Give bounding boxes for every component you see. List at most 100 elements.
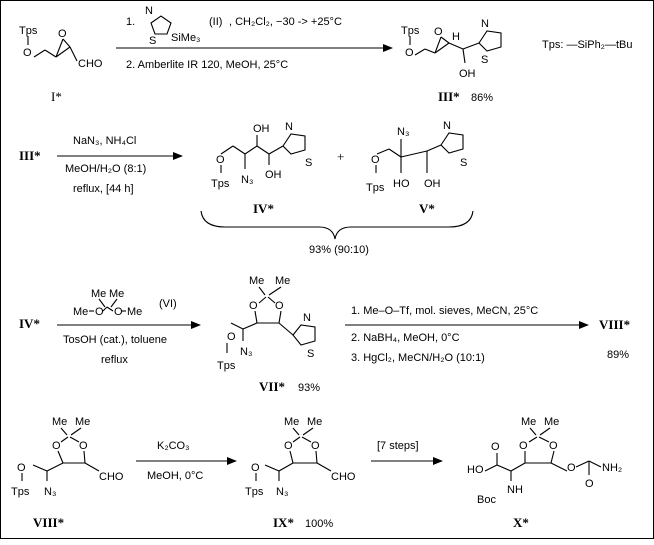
tps-label: Tps [11,486,30,498]
compound-V-label: V* [419,201,435,216]
hydrogen-label: H [452,31,460,43]
step4-next-cond: [7 steps] [377,440,419,452]
methyl-label-2: Me [75,416,90,428]
thiazole-s-label: S [307,348,314,360]
dioxolane-o-label: O [284,440,293,452]
thiazole-s-label: S [481,54,488,66]
step4-cond2: MeOH, 0°C [147,470,203,482]
oxygen-label: O [251,462,260,474]
compound-IV-structure: O Tps N₃ OH OH N S [211,121,312,190]
thiazole-s-label: S [149,35,156,47]
hydroxyl-label: HO [467,464,484,476]
step1-cond1-rest: , CH₂Cl₂, −30 -> +25°C [229,16,342,28]
oxygen-label: O [216,154,225,166]
azide-label: N₃ [276,486,288,498]
oxygen-label: O [371,154,380,166]
step1-cond2: 2. Amberlite IR 120, MeOH, 25°C [126,59,288,71]
oxygen-label: O [23,47,32,59]
step2-cond3: reflux, [44 h] [73,183,134,195]
methyl-label: Me [52,416,67,428]
azide-label: N₃ [241,174,253,186]
oxygen-label: O [17,462,26,474]
hydroxyl-label-2: OH [265,169,282,181]
compound-VII-label: VII* [259,379,285,394]
reaction-arrow-step4 [136,457,237,465]
carbonyl-o-label-2: O [491,441,500,453]
step2-cond1: NaN₃, NH₄Cl [73,135,136,147]
amine-label: NH₂ [602,462,622,474]
step3-next-cond3: 3. HgCl₂, MeCN/H₂O (10:1) [351,352,485,364]
compound-I-structure: Tps O O CHO [19,25,103,70]
epoxide-oxygen-label: O [434,26,443,38]
reagent-II-label: (II) [209,16,222,28]
compound-III-structure: Tps O O H OH N S [401,18,502,80]
methyl-label: Me [284,416,299,428]
methyl-label-2: Me [109,288,124,300]
compound-IX-label: IX* [273,515,294,530]
step3-next-cond2: 2. NaBH₄, MeOH, 0°C [351,332,460,344]
azide-label: N₃ [240,346,252,358]
tps-label: Tps [217,360,236,372]
reagent-VI-label: (VI) [159,298,177,310]
tps-label: Tps [401,25,420,37]
nh-label: NH [507,484,523,496]
tps-label: Tps [245,486,264,498]
methyl-label: Me [91,288,106,300]
dioxolane-o-label-2: O [79,440,88,452]
dioxolane-o-label-2: O [275,300,284,312]
tps-label: Tps [366,182,385,194]
dioxolane-o-label: O [519,440,528,452]
dioxolane-o-label: O [52,440,61,452]
compound-VII-yield: 93% [298,382,320,394]
compound-III-yield: 86% [471,92,493,104]
step4-cond1: K₂CO₃ [157,440,190,452]
aldehyde-label: CHO [78,58,103,70]
plus-sign: + [337,149,344,164]
compound-III-label: III* [438,89,460,104]
azide-label: N₃ [44,486,56,498]
dioxolane-o-label-2: O [311,440,320,452]
compound-IX-yield: 100% [305,518,333,530]
step3-cond2: reflux [101,354,128,366]
oxygen-label: O [95,306,104,318]
azide-label: N₃ [397,126,409,138]
reaction-arrow-step4b [371,457,443,465]
hydroxyl-label: HO [393,178,410,190]
compound-X-label: X* [513,515,529,530]
dioxolane-o-label-2: O [549,440,558,452]
oxygen-label-2: O [114,306,123,318]
hydroxyl-label: OH [253,123,270,135]
tps-definition: Tps: —SiPh₂—tBu [542,39,632,51]
tps-label: Tps [19,25,38,37]
carbonyl-o-label: O [585,478,594,490]
compound-IX-structure: Me Me O O CHO N₃ O Tps [245,416,356,498]
compound-I-label: I* [51,89,62,104]
combined-yield: 93% (90:10) [309,244,369,256]
compound-VIII-yield: 89% [607,349,629,361]
compound-X-structure: Me Me O O O O NH₂ NH Boc O HO [467,416,622,506]
compound-IV-start-label: IV* [19,316,40,331]
compound-VII-structure: Me Me O O N₃ O Tps N S [217,275,316,372]
hydroxyl-label: OH [459,68,476,80]
compound-III-start-label: III* [19,148,41,163]
tps-label: Tps [211,178,230,190]
reaction-arrow-step3b [345,321,589,329]
thiazole-n-label: N [303,312,311,324]
compound-IV-label: IV* [253,201,274,216]
hydroxyl-label-2: OH [424,178,441,190]
step2-cond2: MeOH/H₂O (8:1) [65,163,146,175]
thiazole-reagent-structure: N S SiMe₃ [145,5,201,47]
compound-VIII-structure: Me Me O O CHO N₃ O Tps [11,416,124,498]
step3-next-cond1: 1. Me–O–Tf, mol. sieves, MeCN, 25°C [351,305,538,317]
thiazole-s-label: S [460,157,467,169]
epoxide-oxygen-label: O [58,28,67,40]
sime3-label: SiMe₃ [171,32,201,44]
thiazole-n-label: N [145,5,153,17]
reaction-arrow-step1 [116,44,393,52]
step3-cond1: TosOH (cat.), toluene [63,334,167,346]
oxygen-label: O [405,47,414,59]
reagent-VI-structure: Me Me Me O O Me [73,288,142,318]
methyl-label-2: Me [275,275,290,287]
